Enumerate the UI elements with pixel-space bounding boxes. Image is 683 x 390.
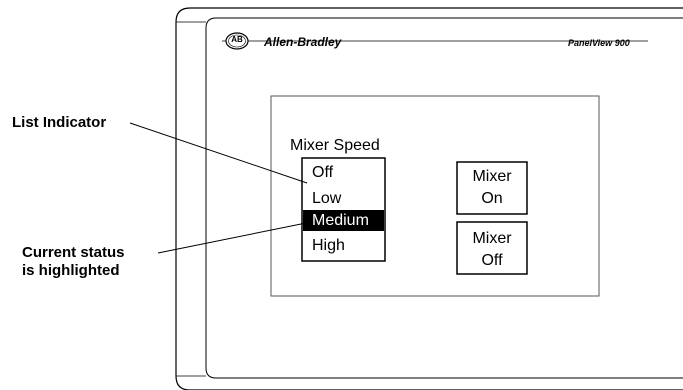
current-status-label-line1: Current status [22,244,125,261]
terminal-bezel-outer [175,7,683,390]
display-screen [270,95,600,297]
mixer-off-line1: Mixer [472,230,512,247]
list-highlight-bar [303,210,384,231]
current-status-label-line2: is highlighted [22,262,120,279]
current-status-leader [157,221,312,254]
mixer-off-line2: Off [481,252,503,269]
ab-logo-icon [225,32,249,50]
current-status-label: Current status is highlighted [22,244,125,280]
list-indicator-label: List Indicator [12,114,107,131]
list-title: Mixer Speed [290,137,380,154]
mixer-off-button-label[interactable]: Mixer Off [457,228,527,272]
mixer-off-button[interactable] [456,221,528,275]
brand-name: Allen-Bradley [264,35,342,49]
list-item-medium-selected[interactable]: Medium [312,212,369,229]
model-name: PanelView 900 [568,38,630,48]
list-item-high[interactable]: High [312,237,345,254]
mixer-on-button-label[interactable]: Mixer On [457,166,527,210]
list-indicator-leader [129,122,308,184]
list-item-off[interactable]: Off [312,164,334,181]
list-item-low[interactable]: Low [312,190,342,207]
ab-logo-text: AB [231,35,243,44]
mixer-on-button[interactable] [456,161,528,215]
mixer-on-line2: On [481,190,503,207]
terminal-bezel-inner [205,17,683,379]
list-box[interactable] [301,157,386,262]
mixer-on-line1: Mixer [472,168,512,185]
ab-logo-inner-ring [228,34,246,48]
